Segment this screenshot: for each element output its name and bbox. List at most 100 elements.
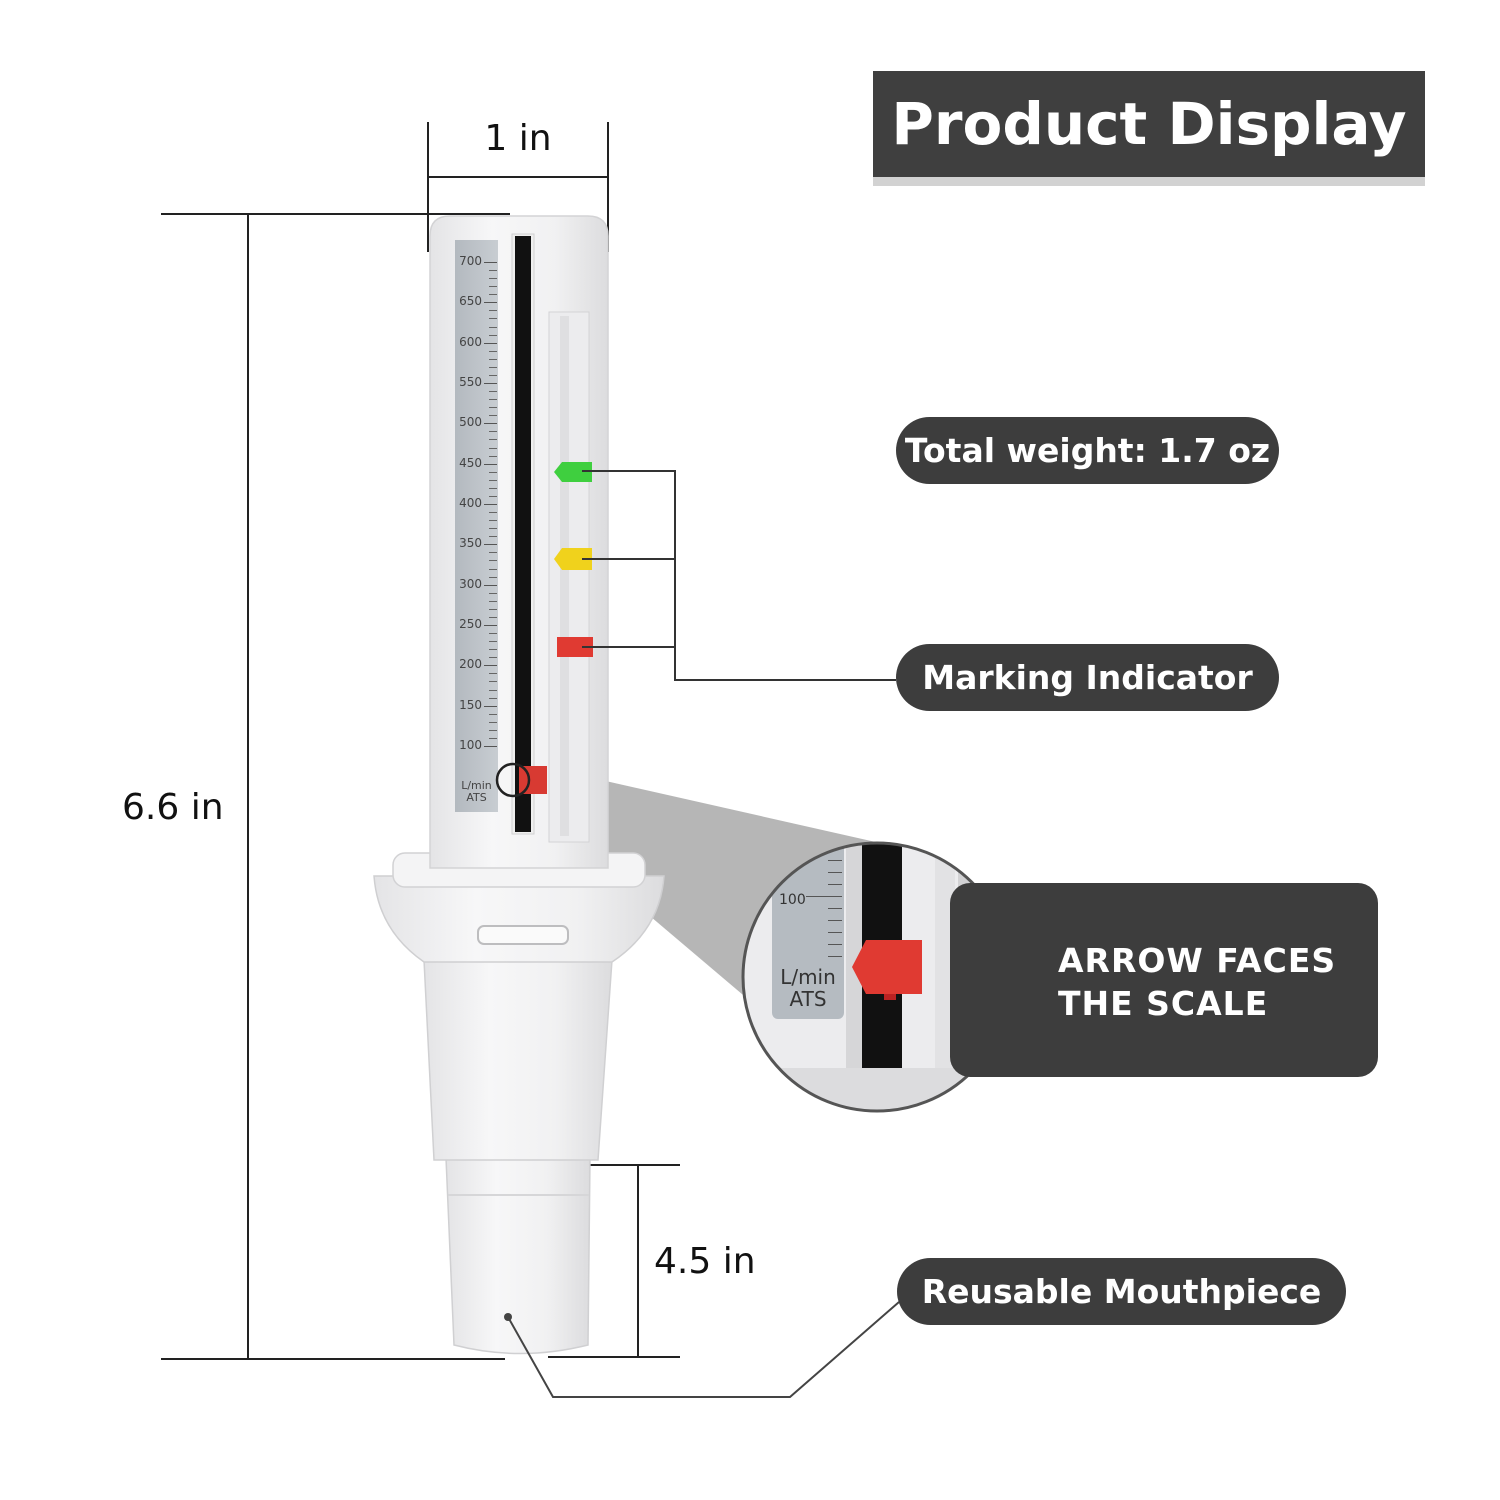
scale-tick-mark xyxy=(484,463,497,465)
scale-tick-mark xyxy=(484,423,497,425)
mouthpiece xyxy=(445,1157,591,1355)
scale-tick-mark xyxy=(484,544,497,546)
scale-tick-label: 450 xyxy=(459,455,482,470)
marker-red-icon xyxy=(557,637,593,657)
scale-minor-tick xyxy=(489,608,497,610)
zoom-tick-mark xyxy=(828,884,842,885)
scale-minor-tick xyxy=(489,641,497,643)
title-underline xyxy=(873,177,1425,186)
scale-tick-mark xyxy=(484,584,497,586)
height-dimension-lines xyxy=(161,213,510,1360)
scale-minor-tick xyxy=(489,358,497,360)
scale-minor-tick xyxy=(489,391,497,393)
weight-callout: Total weight: 1.7 oz xyxy=(896,417,1279,484)
scale-minor-tick xyxy=(489,439,497,441)
scale-minor-tick xyxy=(489,649,497,651)
scale-minor-tick xyxy=(489,431,497,433)
zoom-unit-line2: ATS xyxy=(789,987,827,1011)
zoom-tick-mark xyxy=(828,860,842,861)
scale-minor-tick xyxy=(489,552,497,554)
scale-tick-mark xyxy=(484,746,497,747)
scale-minor-tick xyxy=(489,374,497,376)
marker-yellow-icon xyxy=(554,548,592,570)
zoom-tick-mark xyxy=(806,896,842,897)
mouthpiece-dimension-label: 4.5 in xyxy=(654,1241,756,1282)
scale-minor-tick xyxy=(489,399,497,401)
scale-minor-tick xyxy=(489,657,497,659)
scale-minor-tick xyxy=(489,592,497,594)
scale-minor-tick xyxy=(489,455,497,457)
scale-minor-tick xyxy=(489,568,497,570)
scale-minor-tick xyxy=(489,278,497,280)
indicator-track xyxy=(515,236,531,832)
scale-minor-tick xyxy=(489,616,497,618)
mouthpiece-leader-dot xyxy=(504,1313,512,1321)
scale-minor-tick xyxy=(489,633,497,635)
scale-minor-tick xyxy=(489,536,497,538)
zoom-tick-mark xyxy=(828,932,842,933)
scale-minor-tick xyxy=(489,528,497,530)
zoom-tick-mark xyxy=(828,908,842,909)
zoom-tick-label: 100 xyxy=(779,892,806,908)
zoom-pointer-icon xyxy=(852,940,922,994)
marker-green-icon xyxy=(554,462,592,482)
scale-tick-label: 550 xyxy=(459,375,482,389)
scale-minor-tick xyxy=(489,294,497,296)
scale-tick-label: 100 xyxy=(459,738,482,752)
scale-minor-tick xyxy=(489,737,497,739)
scale-unit-line1: L/min xyxy=(461,779,492,792)
scale-minor-tick xyxy=(489,713,497,715)
collar xyxy=(373,875,665,963)
lower-body xyxy=(423,959,613,1161)
zoom-unit-line1: L/min xyxy=(780,965,836,989)
scale-tick-mark xyxy=(484,665,497,667)
scale-minor-tick xyxy=(489,560,497,562)
scale-minor-tick xyxy=(489,318,497,320)
scale-minor-tick xyxy=(489,729,497,731)
zoom-tick-mark xyxy=(828,920,842,921)
width-dimension-label: 1 in xyxy=(484,118,552,159)
zoom-tick-mark xyxy=(828,956,842,957)
collar-button xyxy=(477,925,569,945)
scale-minor-tick xyxy=(489,487,497,489)
scale-tick-label: 500 xyxy=(459,415,482,430)
scale-minor-tick xyxy=(489,407,497,409)
zoom-tick-mark xyxy=(828,872,842,873)
height-dimension-label: 6.6 in xyxy=(122,787,224,828)
pointer-indicator-icon xyxy=(519,766,547,794)
scale-tick-mark xyxy=(484,302,497,304)
arrow-callout-line1: ARROW FACES xyxy=(1058,941,1337,980)
zoom-unit-label: L/min ATS xyxy=(776,966,840,1010)
scale-minor-tick xyxy=(489,447,497,449)
scale-tick-label: 200 xyxy=(459,657,482,672)
scale-tick-mark xyxy=(484,342,497,344)
scale-minor-tick xyxy=(489,512,497,514)
zoom-tick-mark xyxy=(828,944,842,945)
scale-minor-tick xyxy=(489,495,497,497)
mouthpiece-callout: Reusable Mouthpiece xyxy=(897,1258,1346,1325)
arrow-faces-scale-callout: ARROW FACES THE SCALE xyxy=(950,883,1378,1077)
scale-tick-mark xyxy=(484,504,497,505)
scale-minor-tick xyxy=(489,366,497,368)
scale-minor-tick xyxy=(489,286,497,288)
scale-minor-tick xyxy=(489,334,497,336)
scale-minor-tick xyxy=(489,415,497,417)
scale-minor-tick xyxy=(489,479,497,481)
scale-tick-label: 400 xyxy=(459,496,482,510)
mouthpiece-leader-line xyxy=(507,1301,900,1398)
scale-tick-label: 700 xyxy=(459,254,482,268)
scale-minor-tick xyxy=(489,270,497,272)
scale-minor-tick xyxy=(489,310,497,312)
scale-minor-tick xyxy=(489,576,497,578)
scale-minor-tick xyxy=(489,689,497,691)
scale-tick-label: 350 xyxy=(459,536,482,551)
scale-minor-tick xyxy=(489,681,497,683)
scale-minor-tick xyxy=(489,520,497,522)
scale-tick-label: 250 xyxy=(459,617,482,631)
scale-tick-mark xyxy=(484,262,497,263)
scale-minor-tick xyxy=(489,326,497,328)
arrow-callout-line2: THE SCALE xyxy=(1058,984,1269,1023)
scale-tick-label: 300 xyxy=(459,576,482,591)
scale-tick-mark xyxy=(484,625,497,626)
